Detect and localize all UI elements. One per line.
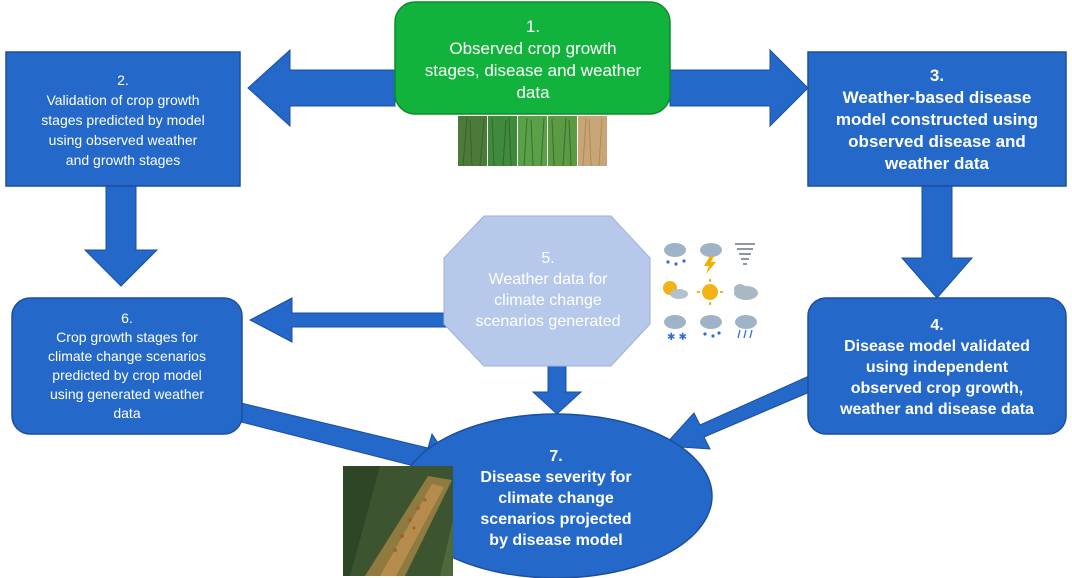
node-6-text: Crop growth stages for climate change sc… [48,329,206,421]
snow-icon: ✱ ✱ [664,315,687,343]
node-5-text: Weather data for climate change scenario… [475,271,621,330]
node-6-number: 6. [121,310,133,326]
node-4-label: 4. Disease model validated using indepen… [810,302,1064,432]
storm-icon [700,243,722,274]
node-3-number: 3. [929,66,945,85]
cloud-icon [734,284,758,300]
arrow-2-to-6 [83,185,159,287]
node-5-label: 5. Weather data for climate change scena… [452,230,644,350]
sun-icon [697,279,723,305]
node-6-box [11,297,243,435]
node-1-box [394,1,671,115]
arrow-5-to-7 [531,365,583,415]
rain-icon [700,315,722,338]
node-2-label: 2. Validation of crop growth stages pred… [8,58,238,182]
node-7-text: Disease severity for climate change scen… [480,468,632,549]
node-7-number: 7. [549,447,563,465]
arrow-1-to-3 [669,48,809,128]
node-3-box [807,51,1067,187]
rain-snow-icon [664,243,686,266]
node-6-label: 6. Crop growth stages for climate change… [14,300,240,432]
node-1-text: Observed crop growth stages, disease and… [424,39,642,102]
arrow-1-to-2 [247,48,396,128]
node-1-label: 1. Observed crop growth stages, disease … [400,10,666,110]
arrow-4-to-7 [662,371,825,450]
node-4-text: Disease model validated using independen… [840,337,1034,418]
sun-cloud-icon [663,281,688,299]
arrow-5-to-6 [248,297,453,343]
node-5-octagon [443,215,651,367]
node-3-text: Weather-based disease model constructed … [835,88,1039,173]
arrow-3-to-4 [900,185,974,299]
tornado-icon [735,243,755,265]
node-4-number: 4. [930,316,944,334]
node-3-label: 3. Weather-based disease model construct… [810,56,1064,184]
diseased-leaf-photo [343,466,453,576]
node-2-number: 2. [117,72,129,88]
node-4-box [807,297,1067,435]
node-5-number: 5. [541,250,555,267]
weather-icons: ✱ ✱ [663,243,758,343]
node-2-box [5,51,241,187]
crop-photo-strip [458,116,607,167]
node-7-label: 7. Disease severity for climate change s… [448,428,664,568]
svg-text:✱ ✱: ✱ ✱ [667,332,687,343]
node-2-text: Validation of crop growth stages predict… [41,92,205,168]
hail-icon [735,315,757,339]
node-1-number: 1. [525,17,541,36]
